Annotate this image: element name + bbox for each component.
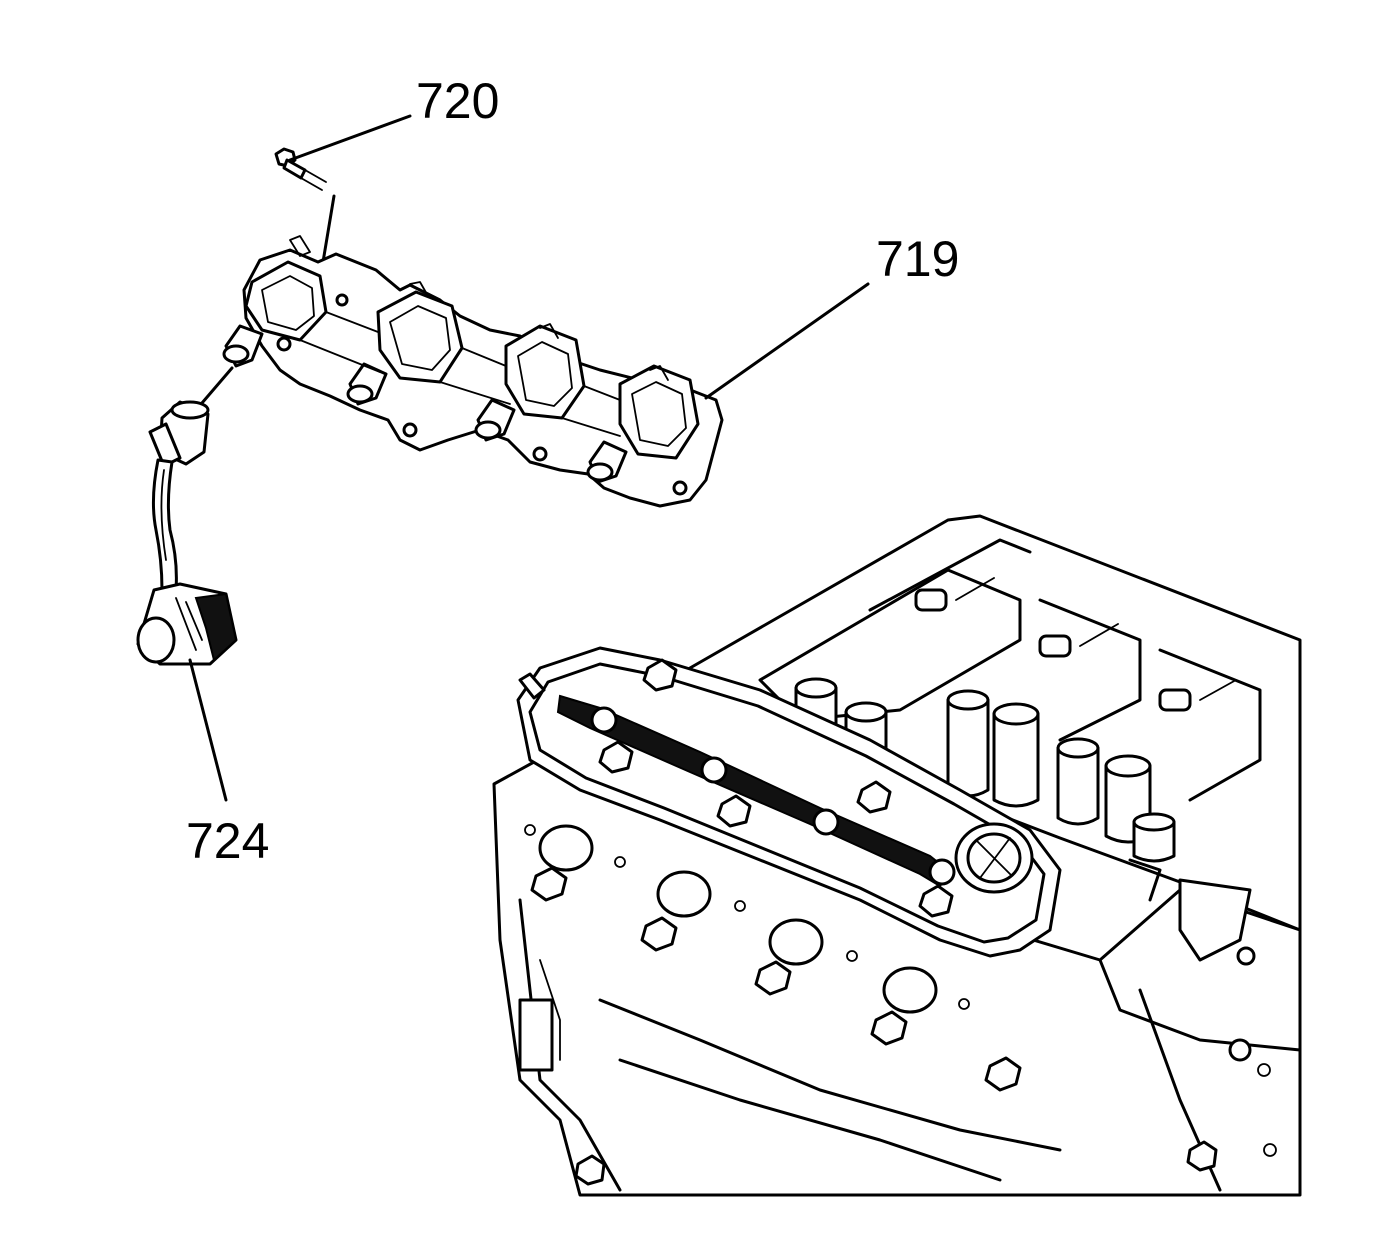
- leader-line-724: [188, 658, 228, 802]
- leader-line-720: [288, 114, 412, 162]
- bolt: [274, 147, 327, 191]
- callout-719: 719: [876, 231, 959, 287]
- bolt-install-line: [321, 194, 336, 264]
- callout-720: 720: [416, 73, 499, 129]
- callout-724: 724: [186, 813, 269, 869]
- ignition-coil-assembly: [222, 235, 724, 508]
- engine-block: [492, 514, 1302, 1197]
- leader-line-719: [704, 282, 870, 400]
- spark-plug-wire: [136, 366, 238, 666]
